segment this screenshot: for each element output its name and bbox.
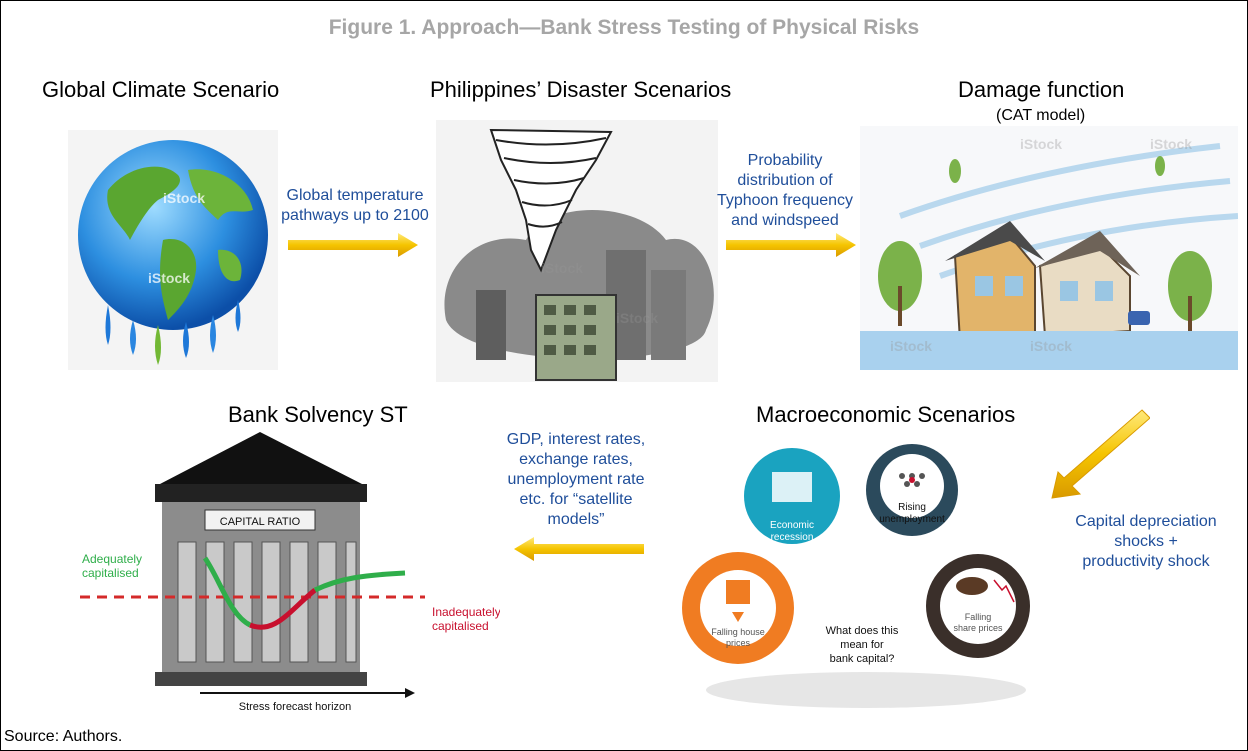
watermark: iStock [1030,338,1073,354]
earth-image: iStock iStock [68,130,278,370]
label-capital: Capital depreciation shocks + productivi… [1075,513,1217,570]
damaged-houses-icon [860,143,1239,370]
figure-title: Figure 1. Approach—Bank Stress Testing o… [328,16,920,39]
heading-damage: Damage function [958,77,1125,102]
label-gdp: GDP, interest rates, exchange rates, une… [506,431,646,528]
bank-building-icon: CAPITAL RATIO Adequately capitalised Ina… [80,432,501,713]
heading-global-climate: Global Climate Scenario [42,77,280,102]
watermark: iStock [148,270,191,286]
watermark: iStock [163,190,206,206]
arrow-left [514,537,644,561]
house-label-2: prices [726,638,751,648]
arrow-right-2 [726,233,856,257]
adequately-label-2: capitalised [82,566,139,580]
heading-damage-sub: (CAT model) [996,107,1086,124]
house-label-1: Falling house [711,627,765,637]
label-typhoon: Probability distribution of Typhoon freq… [716,152,854,229]
arrow-right-1 [288,233,418,257]
recession-label-1: Economic [770,520,814,531]
source-note: Source: Authors. [4,728,123,745]
earth-icon [78,140,268,365]
tornado-image: iStock iStock [436,120,718,382]
recession-label-2: recession [771,532,814,543]
capital-ratio-label: CAPITAL RATIO [220,516,301,528]
tornado-icon [444,128,714,381]
watermark: iStock [890,338,933,354]
adequately-label-1: Adequately [82,552,142,566]
bank-image: CAPITAL RATIO Adequately capitalised Ina… [80,430,501,713]
unemployment-label-2: unemployment [879,514,945,525]
inadequately-label-2: capitalised [432,619,489,633]
label-temperature: Global temperature pathways up to 2100 [281,187,429,224]
heading-disaster: Philippines’ Disaster Scenarios [430,77,732,102]
inadequately-label-1: Inadequately [432,605,500,619]
unemployment-label-1: Rising [898,502,926,513]
horizon-label: Stress forecast horizon [239,701,352,712]
question-label-1: What does this [826,625,899,637]
share-label-2: share prices [953,623,1003,633]
watermark: iStock [541,260,584,276]
question-label-3: bank capital? [830,653,895,665]
watermark: iStock [616,310,659,326]
question-label-2: mean for [840,639,884,651]
heading-macro: Macroeconomic Scenarios [756,402,1016,427]
macro-circles-icon: Economic recession Rising unemployment F… [682,444,1030,708]
watermark: iStock [1150,136,1193,152]
arrow-diagonal [1051,409,1150,499]
damage-image: iStock iStock iStock iStock [860,126,1239,370]
macro-image: Economic recession Rising unemployment F… [676,440,1040,712]
heading-solvency: Bank Solvency ST [228,402,408,427]
share-label-1: Falling [965,612,992,622]
watermark: iStock [1020,136,1063,152]
